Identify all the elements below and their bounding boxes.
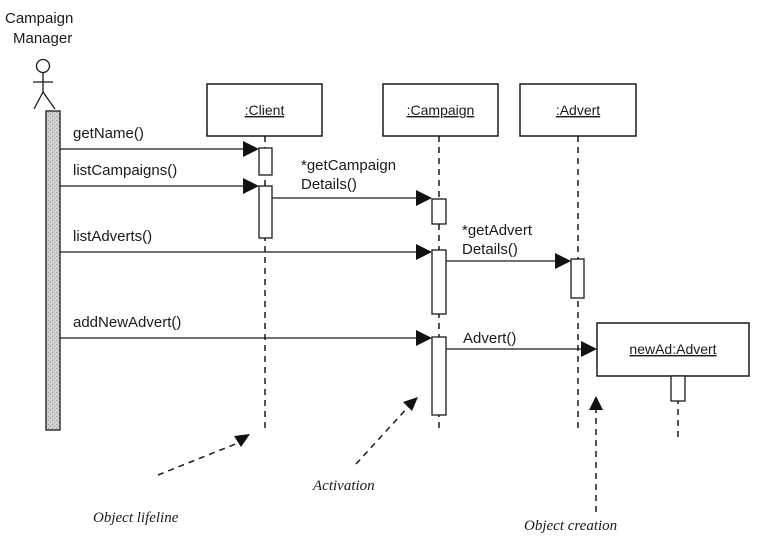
object-client-label: :Client xyxy=(245,102,285,118)
actor-name-line1: Campaign xyxy=(5,10,73,27)
activation-campaign-3 xyxy=(431,336,447,416)
message-label: Advert() xyxy=(463,330,516,347)
message-label: listAdverts() xyxy=(73,228,152,245)
object-advert-label: :Advert xyxy=(556,102,600,118)
message-listcampaigns: listCampaigns() xyxy=(60,162,259,194)
actor-activation-bar xyxy=(45,110,61,431)
activation-campaign-1 xyxy=(431,198,447,225)
actor-campaign-manager: Campaign Manager xyxy=(5,10,73,431)
message-label-line2: Details() xyxy=(462,241,518,258)
object-campaign-label: :Campaign xyxy=(407,102,475,118)
annotation-activation: Activation xyxy=(312,397,418,494)
message-listadverts: listAdverts() xyxy=(60,228,432,260)
annotation-label: Activation xyxy=(312,478,375,494)
message-label-line1: *getCampaign xyxy=(301,157,396,174)
object-client[interactable]: :Client xyxy=(206,83,323,137)
message-label: getName() xyxy=(73,125,144,142)
annotation-label: Object lifeline xyxy=(93,510,179,526)
pointer-arrow-icon xyxy=(589,396,603,410)
pointer-arrow-icon xyxy=(234,434,250,447)
object-campaign[interactable]: :Campaign xyxy=(382,83,499,137)
message-label-line2: Details() xyxy=(301,176,357,193)
message-label: listCampaigns() xyxy=(73,162,177,179)
message-getcampaigndetails: *getCampaign Details() xyxy=(272,157,432,206)
message-advert-constructor: Advert() xyxy=(446,330,597,357)
annotation-object-creation: Object creation xyxy=(524,396,617,534)
object-advert[interactable]: :Advert xyxy=(519,83,637,137)
message-getname: getName() xyxy=(60,125,259,157)
pointer-arrow-icon xyxy=(403,397,418,411)
activation-advert xyxy=(570,258,585,299)
message-getadvertdetails: *getAdvert Details() xyxy=(446,222,571,269)
stick-figure-icon xyxy=(33,58,56,110)
object-newad-label: newAd:Advert xyxy=(629,341,716,357)
activation-campaign-2 xyxy=(431,249,447,315)
activation-client-2 xyxy=(258,185,273,239)
message-addnewadvert: addNewAdvert() xyxy=(60,314,432,346)
activation-newad xyxy=(670,375,686,402)
activation-client-1 xyxy=(258,147,273,176)
message-label: addNewAdvert() xyxy=(73,314,181,331)
annotation-object-lifeline: Object lifeline xyxy=(93,434,250,526)
actor-name-line2: Manager xyxy=(13,30,72,47)
object-newad[interactable]: newAd:Advert xyxy=(596,322,750,377)
message-label-line1: *getAdvert xyxy=(462,222,533,239)
annotation-label: Object creation xyxy=(524,518,617,534)
